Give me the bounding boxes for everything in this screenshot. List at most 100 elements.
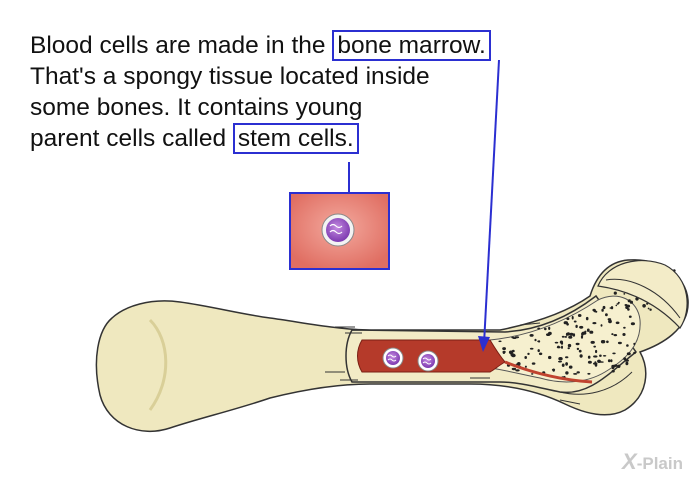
bone-pore [561,345,563,349]
bone-pore [586,328,590,332]
bone-pore [592,322,597,325]
bone-pore [595,310,598,313]
bone-pore [527,352,530,355]
bone-pore [626,352,631,356]
bone-pore [565,371,569,375]
bone-pore [599,354,602,357]
bone-pore [557,345,560,348]
bone-pore [613,334,618,337]
bone-pore [600,324,603,327]
caption-line-4-text: parent cells called [30,125,233,152]
bone-pore [569,332,574,336]
bone-pore [593,355,598,358]
bone-pore [524,365,527,368]
bone-pore [537,349,540,353]
bone-pore [613,291,617,295]
bone-pore [610,306,614,310]
brand-text: -Plain [636,454,683,473]
bone-pore [647,307,650,310]
bone-pore [575,324,578,328]
bone-pore [544,327,547,331]
bone-pore [627,308,630,311]
bone-pore [571,315,574,320]
bone-pore [566,317,570,321]
bone-pore [558,360,562,363]
bone-pore [587,372,591,375]
bone-pore [524,356,527,359]
bone-pore [585,316,589,321]
bone-pore [531,362,536,365]
bone-pore [608,319,612,324]
bone-pore [554,341,559,344]
stem-cell-in-marrow-1 [382,347,404,369]
bone-pore [605,313,608,317]
bone-pore [623,326,626,329]
bone-pore [617,341,622,345]
bone-pore [593,362,598,365]
bone-pore [617,301,620,304]
bone-pore [538,352,543,356]
caption-line-4: parent cells called stem cells. [30,123,570,154]
bone-marrow-highlight: bone marrow. [332,30,491,61]
bone-pore [578,349,582,353]
bone-pore [548,326,551,330]
bone-pore [590,340,595,344]
stem-cell-in-marrow-2 [417,350,439,372]
bone-pore [601,308,604,312]
bone-pore [502,347,506,351]
bone-pore [623,357,627,361]
marrow-streak [504,360,593,384]
bone-pore [589,330,594,334]
bone-pore [622,333,626,336]
bone-pore [617,364,621,368]
bone-pore [626,344,629,347]
bone-pore [565,356,569,359]
bone-pore [567,343,572,348]
bone-pore [633,342,636,346]
bone-pore [579,354,583,358]
caption-line-2: That's a spongy tissue located inside [30,63,430,90]
bone-pore [502,351,506,354]
bone-pore [611,369,615,373]
bone-pore [566,332,571,336]
bone-marrow-arrow-line [483,59,500,345]
bone-pore [612,352,616,355]
bone-pore [628,305,630,308]
bone-pore [568,335,573,339]
caption-line-3: some bones. It contains young [30,94,363,121]
bone-pore [529,347,534,350]
bone-pore [633,351,636,354]
bone-pore [611,333,614,336]
bone-pore [579,325,584,329]
bone-pore [573,320,577,323]
bone-pore [529,334,534,337]
bone-head-layer [605,278,681,319]
bone-pore [534,338,537,342]
brand-mark: X [622,449,637,474]
bone-pore [565,362,568,366]
bone-head-shading [148,318,168,411]
bone-pore [515,369,520,372]
bone-pore [498,340,502,343]
bone-pore [563,321,568,325]
bone-pore [607,359,611,363]
bone-pore [537,340,540,343]
bone-pore [600,340,606,344]
brand-logo: X-Plain [622,449,683,475]
bone-pore [593,345,596,348]
stem-cell-inset [321,213,355,247]
compact-bone-marks [325,322,581,405]
bone-pore [595,349,598,354]
bone-pore [577,314,582,317]
caption-line-1-text: Blood cells are made in the [30,32,333,59]
bone-head-cap [597,259,688,329]
caption: Blood cells are made in the bone marrow.… [30,30,570,154]
bone-pore [625,361,629,366]
bone-pore [642,304,646,308]
bone-pore [537,327,541,330]
bone-pore [627,299,631,303]
bone-pore [584,330,587,333]
bone-marrow-arrowhead [478,336,490,352]
bone-pore [623,293,626,295]
bone-pore [559,340,564,344]
